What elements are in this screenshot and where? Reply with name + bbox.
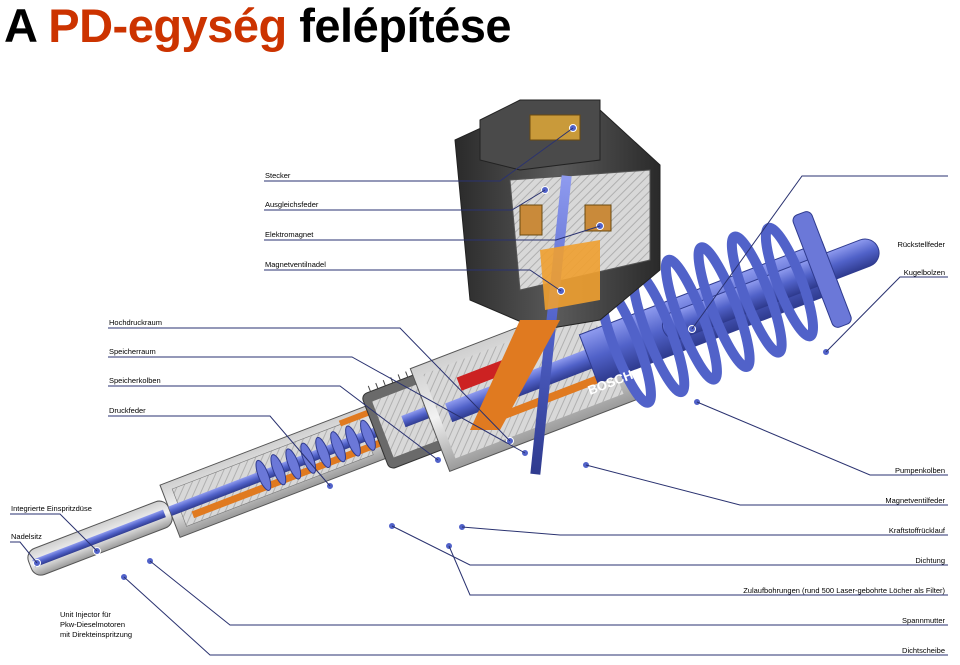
label-zulaufbohrungen: Zulaufbohrungen (rund 500 Laser-gebohrte… xyxy=(743,586,945,595)
pressure-spring xyxy=(255,419,376,491)
label-speicherkolben: Speicherkolben xyxy=(109,376,161,385)
injector-body: BOSCH xyxy=(27,99,880,581)
label-spannmutter: Spannmutter xyxy=(902,616,945,625)
label-druckfeder: Druckfeder xyxy=(109,406,146,415)
leader-lines xyxy=(10,127,948,656)
title-part-3: felépítése xyxy=(286,0,512,52)
label-pumpenkolben: Pumpenkolben xyxy=(894,466,945,475)
label-hochdruckraum: Hochdruckraum xyxy=(109,318,162,327)
label-magnetventilnadel: Magnetventilnadel xyxy=(265,260,326,269)
label-speicherraum: Speicherraum xyxy=(109,347,156,356)
label-stecker: Stecker xyxy=(265,171,291,180)
caption-line-1: Unit Injector für xyxy=(60,610,111,619)
label-rueckstellfeder: Rückstellfeder xyxy=(897,240,945,249)
title-part-2: PD-egység xyxy=(48,0,287,52)
label-magnetventilfeder: Magnetventilfeder xyxy=(885,496,945,505)
label-ausgleichsfeder: Ausgleichsfeder xyxy=(265,200,319,209)
label-einspritzduese: Integrierte Einspritzdüse xyxy=(11,504,92,513)
diagram-caption: Unit Injector für Pkw-Dieselmotoren mit … xyxy=(60,610,132,640)
return-spring xyxy=(596,222,819,408)
page-title: A PD-egység felépítése xyxy=(4,0,512,54)
caption-line-2: Pkw-Dieselmotoren xyxy=(60,620,126,629)
caption-line-3: mit Direkteinspritzung xyxy=(60,630,133,639)
label-elektromagnet: Elektromagnet xyxy=(265,230,314,239)
label-kraftstoffruecklauf: Kraftstoffrücklauf xyxy=(888,526,945,535)
label-kugelbolzen: Kugelbolzen xyxy=(903,268,945,277)
label-dichtscheibe: Dichtscheibe xyxy=(902,646,945,655)
label-dichtung: Dichtung xyxy=(915,556,945,565)
label-nadelsitz: Nadelsitz xyxy=(11,532,42,541)
solenoid-housing xyxy=(454,99,661,475)
title-part-1: A xyxy=(4,0,49,52)
